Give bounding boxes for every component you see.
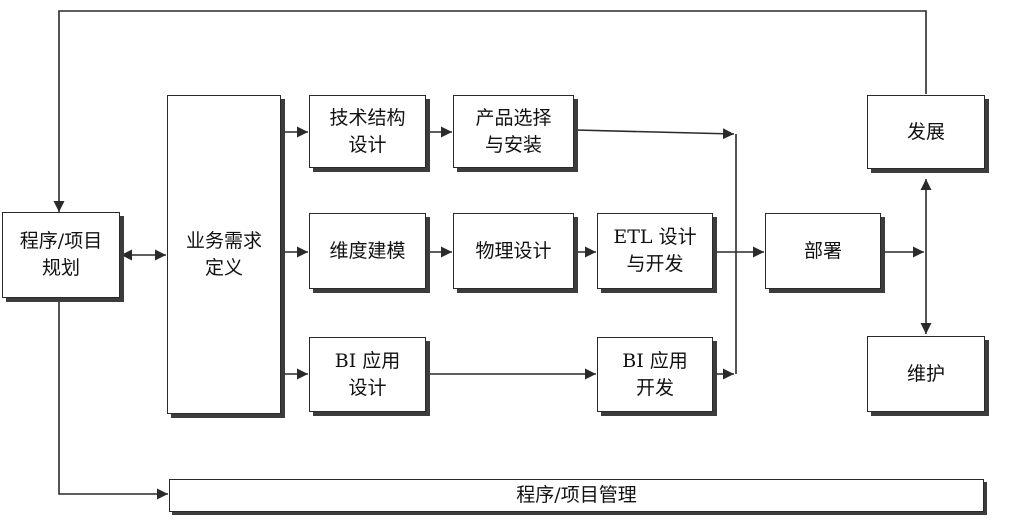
arrow-growth-to-planning: [53, 10, 927, 212]
node-bi-app-design: BI 应用 设计: [309, 337, 426, 412]
node-maintenance-label: 维护: [906, 362, 945, 385]
node-growth-label: 发展: [906, 120, 945, 143]
node-tech-architecture: 技术结构 设计: [309, 95, 426, 168]
node-etl-design-label: ETL 设计 与开发: [613, 226, 697, 275]
node-product-selection: 产品选择 与安装: [453, 95, 574, 168]
node-bi-app-design-label: BI 应用 设计: [334, 349, 401, 399]
node-deployment: 部署: [765, 213, 881, 289]
node-deployment-label: 部署: [803, 239, 842, 262]
node-product-selection-label: 产品选择 与安装: [475, 106, 552, 156]
node-bi-app-development-label: BI 应用 开发: [622, 349, 688, 399]
node-tech-architecture-label: 技术结构 设计: [329, 106, 406, 156]
node-program-management: 程序/项目管理: [169, 479, 984, 512]
node-requirements-label: 业务需求 定义: [185, 229, 262, 279]
node-dimensional-modeling: 维度建模: [309, 213, 426, 289]
node-bi-app-development: BI 应用 开发: [597, 337, 713, 412]
node-physical-design-label: 物理设计: [475, 239, 552, 262]
arrow-product-to-merge: [574, 128, 735, 140]
node-physical-design: 物理设计: [453, 213, 574, 289]
node-program-management-label: 程序/项目管理: [516, 484, 637, 507]
node-maintenance: 维护: [867, 336, 985, 412]
node-growth: 发展: [867, 95, 985, 169]
node-planning-label: 程序/项目 规划: [19, 230, 103, 279]
node-dimensional-modeling-label: 维度建模: [329, 239, 406, 262]
arrow-planning-to-management: [58, 300, 168, 500]
node-requirements: 业务需求 定义: [167, 95, 281, 414]
node-planning: 程序/项目 规划: [2, 212, 120, 298]
node-etl-design: ETL 设计 与开发: [597, 213, 713, 289]
